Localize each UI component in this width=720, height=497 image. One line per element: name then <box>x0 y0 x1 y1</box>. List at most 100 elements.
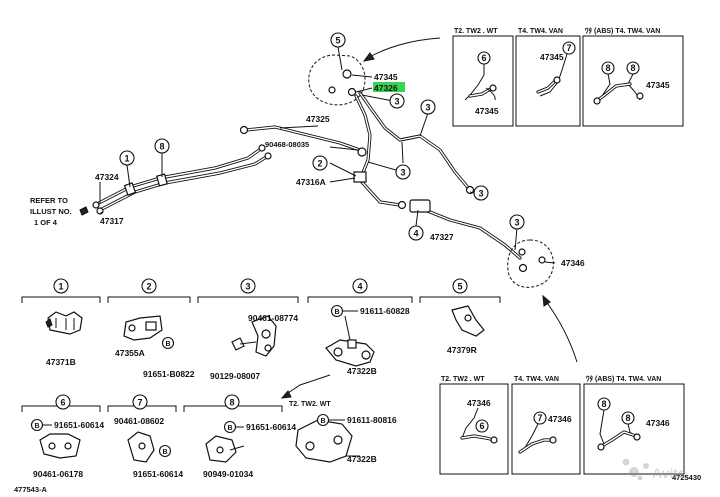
svg-text:91651-60614: 91651-60614 <box>246 422 296 432</box>
svg-text:4: 4 <box>357 282 362 292</box>
detail-callout-6: 6 <box>55 394 71 410</box>
top-variant-1-drawing: 6 47345 <box>464 51 499 116</box>
svg-text:47355A: 47355A <box>115 348 145 358</box>
arrowhead-bottom-icon <box>542 294 551 307</box>
svg-text:7: 7 <box>566 43 571 53</box>
part-47379R-drawing: 47379R <box>447 305 485 355</box>
refer-to-line-2: ILLUST NO. <box>30 207 72 216</box>
top-variant-3-drawing: 8 8 47345 <box>593 61 670 105</box>
bottom-variant-2-label: 47346 <box>548 414 572 424</box>
detail-callout-5: 5 <box>452 278 468 294</box>
bottom-variant-2-drawing: 7 47346 <box>518 411 572 454</box>
svg-text:90461-06178: 90461-06178 <box>33 469 83 479</box>
svg-text:7: 7 <box>537 413 542 423</box>
part-47355A-drawing: 47355A B 91651-B0822 <box>115 315 195 379</box>
label-47317: 47317 <box>100 216 124 226</box>
svg-text:6: 6 <box>481 53 486 63</box>
svg-text:3: 3 <box>245 282 250 292</box>
svg-text:47322B: 47322B <box>347 454 377 464</box>
svg-text:90949-01034: 90949-01034 <box>203 469 253 479</box>
bottom-variant-2-header: T4. TW4. VAN <box>514 376 559 383</box>
part-7-drawing: 90461-08602 B 91651-60614 <box>114 416 183 479</box>
top-variant-3-label: 47345 <box>646 80 670 90</box>
bottom-variant-1-label: 47346 <box>467 398 491 408</box>
svg-text:T2. TW2. WT: T2. TW2. WT <box>289 401 331 408</box>
rear-pipe-runs <box>353 91 522 260</box>
svg-text:B: B <box>227 425 232 432</box>
main-callout-4: 4 <box>408 225 424 241</box>
svg-text:8: 8 <box>229 398 234 408</box>
main-callout-3e: 3 <box>509 214 525 230</box>
svg-text:3: 3 <box>400 168 405 178</box>
svg-text:91651-60614: 91651-60614 <box>133 469 183 479</box>
detail-callout-1: 1 <box>53 278 69 294</box>
svg-text:90461-08774: 90461-08774 <box>248 313 298 323</box>
detail-callout-2: 2 <box>141 278 157 294</box>
left-pipe-bundle <box>79 125 362 216</box>
detail-row-2: 6 7 8 B 91651-60614 90461-06178 90461-08… <box>21 394 296 479</box>
pointer-arrow-bottom <box>544 299 578 363</box>
svg-text:3: 3 <box>514 218 519 228</box>
label-47346: 47346 <box>561 258 585 268</box>
svg-text:8: 8 <box>159 142 164 152</box>
bottom-variant-3-drawing: 8 8 47346 <box>597 397 670 451</box>
label-47324: 47324 <box>95 172 119 182</box>
main-callout-1: 1 <box>119 150 135 166</box>
svg-text:8: 8 <box>601 399 606 409</box>
main-callout-3d: 3 <box>473 185 489 201</box>
part-47322B-drawing: B 91611-60828 47322B <box>325 304 410 376</box>
label-47345: 47345 <box>374 72 398 82</box>
footer-right-code: 4725430 <box>672 473 701 482</box>
label-90468-08035: 90468-08035 <box>265 140 309 149</box>
svg-text:2: 2 <box>317 159 322 169</box>
svg-text:47371B: 47371B <box>46 357 76 367</box>
top-variant-2-header: T4. TW4. VAN <box>518 28 563 35</box>
main-callout-2: 2 <box>312 155 328 171</box>
detail-callout-8: 8 <box>224 394 240 410</box>
label-47327: 47327 <box>430 232 454 242</box>
svg-text:8: 8 <box>625 413 630 423</box>
refer-to-line-1: REFER TO <box>30 196 68 205</box>
svg-text:90461-08602: 90461-08602 <box>114 416 164 426</box>
svg-text:91651-60614: 91651-60614 <box>54 420 104 430</box>
svg-text:B: B <box>320 418 325 425</box>
svg-text:1: 1 <box>124 154 129 164</box>
bottom-variant-1-header: T2. TW2 . WT <box>441 376 485 383</box>
svg-text:B: B <box>334 309 339 316</box>
svg-text:3: 3 <box>394 97 399 107</box>
bottom-variant-1-drawing: 47346 6 <box>460 398 498 444</box>
detail-callout-7: 7 <box>132 394 148 410</box>
inset-t2-panel: T2. TW2. WT B 91611-80816 47322B <box>280 374 397 464</box>
svg-text:8: 8 <box>630 63 635 73</box>
svg-text:90129-08007: 90129-08007 <box>210 371 260 381</box>
main-callout-3b: 3 <box>420 99 436 115</box>
svg-text:47322B: 47322B <box>347 366 377 376</box>
svg-text:B: B <box>34 423 39 430</box>
rear-right-brake-backing-plate <box>507 239 554 288</box>
svg-text:3: 3 <box>478 189 483 199</box>
watermark-text: Avito <box>652 465 686 481</box>
leader-lines <box>99 46 556 264</box>
rear-left-brake-backing-plate <box>308 54 366 106</box>
bottom-variant-3-label: 47346 <box>646 418 670 428</box>
svg-text:1: 1 <box>58 282 63 292</box>
label-47316A: 47316A <box>296 177 326 187</box>
footer-left-code: 477543-A <box>14 485 48 494</box>
main-callout-5: 5 <box>330 32 346 48</box>
svg-text:3: 3 <box>425 103 430 113</box>
top-variant-panels: T2. TW2 . WT T4. TW4. VAN ﾜﾀ (ABS) T4. T… <box>452 26 684 127</box>
svg-text:91611-60828: 91611-60828 <box>360 306 410 316</box>
detail-callout-3: 3 <box>240 278 256 294</box>
svg-text:7: 7 <box>137 398 142 408</box>
detail-row-1: 1 2 3 4 5 47371B 47355 <box>21 278 501 464</box>
highlight-47326 <box>373 82 405 92</box>
top-variant-3-header: ﾜﾀ (ABS) T4. TW4. VAN <box>585 26 660 35</box>
svg-text:B: B <box>162 449 167 456</box>
main-brake-line-assembly: 5 3 3 3 3 3 2 4 <box>30 32 585 363</box>
svg-text:91611-80816: 91611-80816 <box>347 415 397 425</box>
bottom-variant-3-header: ﾜﾀ (ABS) T4. TW4. VAN <box>586 374 661 383</box>
label-47325: 47325 <box>306 114 330 124</box>
top-variant-1-header: T2. TW2 . WT <box>454 28 498 35</box>
bottom-variant-panels: T2. TW2 . WT T4. TW4. VAN ﾜﾀ (ABS) T4. T… <box>439 374 685 475</box>
